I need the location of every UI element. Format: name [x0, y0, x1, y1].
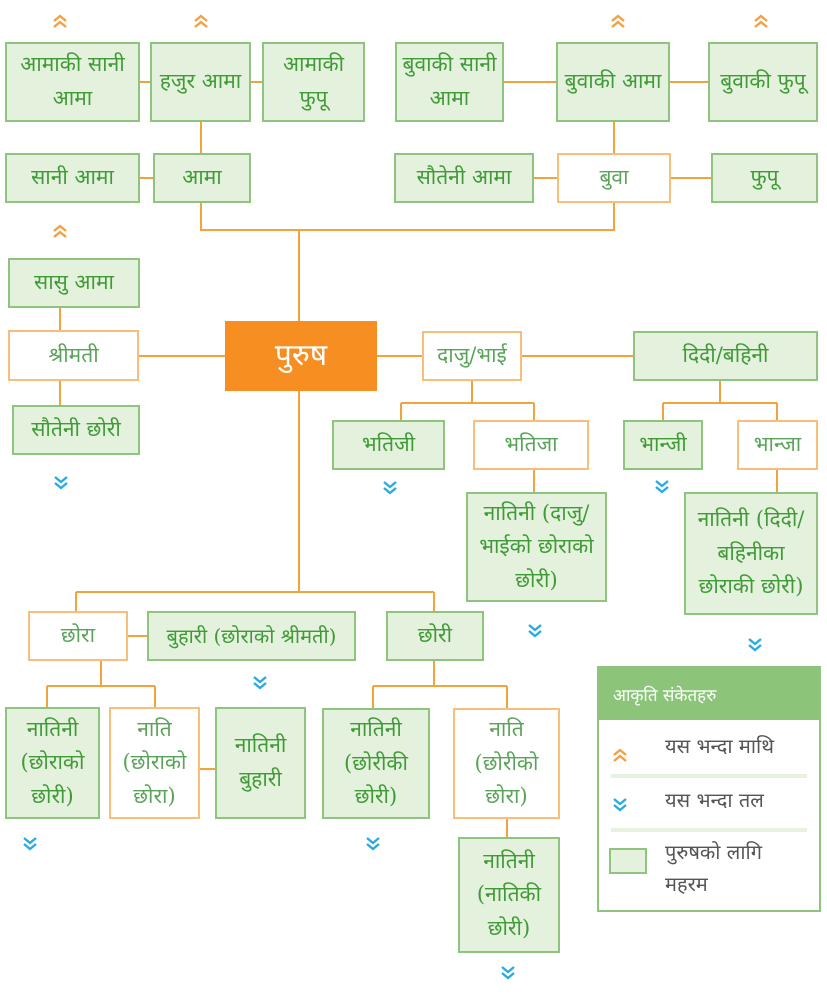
- double-chevron-down-icon: [366, 837, 380, 851]
- node-natini-chhoriki-chhori: नातिनी (छोरीकी छोरी): [322, 708, 430, 819]
- node-fupu: फुपू: [711, 153, 818, 203]
- legend-below-label: यस भन्दा तल: [665, 788, 764, 812]
- node-bhanji: भान्जी: [623, 420, 703, 470]
- node-nati-chhorako-chhora: नाति (छोराको छोरा): [109, 707, 200, 819]
- node-didi-bahini: दिदी/बहिनी: [633, 331, 818, 381]
- node-sauteni-ama: सौतेनी आमा: [394, 153, 534, 203]
- node-natini-daju-bhai: नातिनी (दाजु/भाईको छोराको छोरी): [466, 492, 607, 602]
- double-chevron-down-icon: [655, 480, 669, 494]
- node-hajur-ama: हजुर आमा: [150, 42, 251, 122]
- double-chevron-down-icon: [253, 676, 267, 690]
- legend-above-label: यस भन्दा माथि: [665, 734, 774, 758]
- double-chevron-down-icon: [383, 481, 397, 495]
- node-chhori: छोरी: [386, 611, 484, 661]
- legend-mahram-swatch: [609, 848, 647, 874]
- legend-down-icon: [613, 798, 627, 812]
- double-chevron-up-icon: [754, 14, 768, 28]
- legend-divider: [611, 774, 807, 778]
- node-nati-chhoriko-chhora: नाति (छोरीको छोरा): [453, 708, 560, 819]
- legend-mahram-label: पुरुषको लागि महरम: [665, 840, 762, 896]
- legend: आकृति संकेतहरु यस भन्दा माथि यस भन्दा तल…: [597, 666, 821, 912]
- double-chevron-up-icon: [194, 14, 208, 28]
- node-buwa: बुवा: [557, 153, 671, 203]
- node-buwaki-ama: बुवाकी आमा: [556, 42, 670, 122]
- node-ama: आमा: [153, 153, 251, 203]
- node-sasu-ama: सासु आमा: [8, 258, 140, 308]
- node-buwaki-sani-ama: बुवाकी सानी आमा: [395, 42, 504, 122]
- node-natini-natiki-chhori: नातिनी (नातिकी छोरी): [458, 837, 560, 953]
- node-natini-chhorako-chhori: नातिनी (छोराको छोरी): [5, 707, 100, 819]
- node-natini-didi-bahini: नातिनी (दिदी/बहिनीका छोराकी छोरी): [684, 492, 818, 615]
- node-chhora: छोरा: [28, 611, 128, 661]
- legend-title: आकृति संकेतहरु: [599, 668, 819, 720]
- double-chevron-up-icon: [53, 224, 67, 238]
- node-amaki-sani-ama: आमाकी सानी आमा: [5, 42, 140, 122]
- double-chevron-down-icon: [23, 837, 37, 851]
- node-bhatiji: भतिजी: [332, 420, 445, 470]
- double-chevron-down-icon: [54, 476, 68, 490]
- node-amaki-fupu: आमाकी फुपू: [262, 42, 365, 122]
- node-buhari: बुहारी (छोराको श्रीमती): [147, 611, 356, 661]
- legend-up-icon: [613, 748, 627, 762]
- node-sani-ama: सानी आमा: [5, 153, 140, 203]
- double-chevron-down-icon: [528, 624, 542, 638]
- node-bhanja: भान्जा: [737, 420, 818, 470]
- legend-divider: [611, 828, 807, 832]
- node-buwaki-fupu: बुवाकी फुपू: [708, 42, 818, 122]
- node-sauteni-chhori: सौतेनी छोरी: [12, 405, 140, 455]
- double-chevron-up-icon: [611, 14, 625, 28]
- double-chevron-down-icon: [501, 966, 515, 980]
- double-chevron-down-icon: [748, 638, 762, 652]
- node-bhatija: भतिजा: [473, 420, 589, 470]
- node-daju-bhai: दाजु/भाई: [422, 331, 522, 381]
- node-shrimati: श्रीमती: [8, 330, 139, 381]
- double-chevron-up-icon: [53, 14, 67, 28]
- node-purush: पुरुष: [225, 321, 377, 391]
- node-natini-buhari: नातिनी बुहारी: [215, 707, 306, 819]
